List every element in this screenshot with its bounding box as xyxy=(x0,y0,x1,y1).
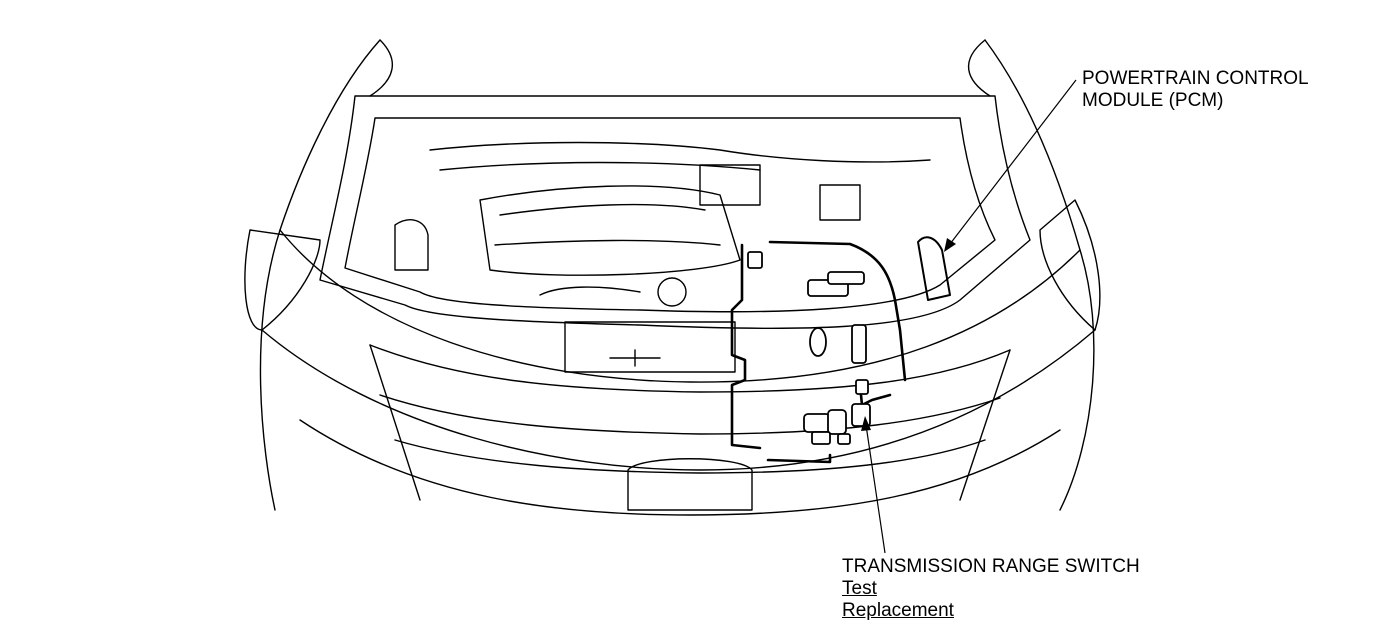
pcm-callout-line2: MODULE (PCM) xyxy=(1082,90,1224,111)
engine-cover-detail xyxy=(494,239,721,246)
connector xyxy=(827,409,847,435)
hood-left-edge xyxy=(369,39,393,97)
engine-cover xyxy=(479,185,741,276)
sensor xyxy=(809,327,827,357)
radiator-detail xyxy=(609,349,661,367)
engine-cover-detail xyxy=(499,203,706,216)
lower-engine xyxy=(539,286,641,296)
connector xyxy=(855,379,869,395)
engine-bay-frame xyxy=(319,95,1031,330)
connector xyxy=(827,271,865,285)
pcm-unit xyxy=(917,236,951,301)
grille-bar xyxy=(369,344,1011,393)
front-fascia xyxy=(261,329,1096,471)
emblem xyxy=(627,458,753,511)
pcm-leader-line xyxy=(949,79,1077,245)
pcm-callout: POWERTRAIN CONTROL MODULE (PCM) xyxy=(1082,68,1309,112)
grille-side xyxy=(369,344,421,501)
trs-leader-arrow xyxy=(861,416,871,431)
trs-leader-line xyxy=(865,424,886,554)
trs-callout: TRANSMISSION RANGE SWITCH Test Replaceme… xyxy=(842,556,1140,622)
engine-bay-inner xyxy=(344,117,996,313)
front-fascia xyxy=(279,229,1081,383)
replacement-link[interactable]: Replacement xyxy=(842,600,954,621)
car-body-outline xyxy=(984,39,1095,511)
wire-harness xyxy=(768,240,907,382)
headlight-left xyxy=(244,229,321,331)
pcm-leader-arrow xyxy=(944,238,956,252)
air-box xyxy=(699,164,761,206)
intake-lines xyxy=(429,141,931,163)
pulley xyxy=(657,277,687,307)
connector xyxy=(837,433,851,445)
wire-harness xyxy=(858,383,892,407)
hood-right-edge xyxy=(968,39,991,97)
front-fascia xyxy=(299,419,1061,516)
intake-lines xyxy=(439,161,761,171)
grille-bar xyxy=(379,394,1001,435)
grille-side xyxy=(959,349,1011,501)
radiator-support xyxy=(564,321,736,373)
connector xyxy=(803,413,831,433)
pcm-callout-line1: POWERTRAIN CONTROL xyxy=(1082,68,1309,89)
battery-area xyxy=(819,184,861,221)
wire-harness xyxy=(766,453,832,464)
trs-callout-title: TRANSMISSION RANGE SWITCH xyxy=(842,556,1140,577)
car-body-outline xyxy=(259,39,381,511)
wire-harness xyxy=(730,243,762,450)
connector xyxy=(747,251,763,269)
grille-bar xyxy=(394,439,986,474)
headlight-right xyxy=(1039,199,1101,331)
test-link[interactable]: Test xyxy=(842,578,877,599)
connector xyxy=(811,431,831,445)
reservoir xyxy=(394,219,429,271)
connector xyxy=(851,324,867,364)
